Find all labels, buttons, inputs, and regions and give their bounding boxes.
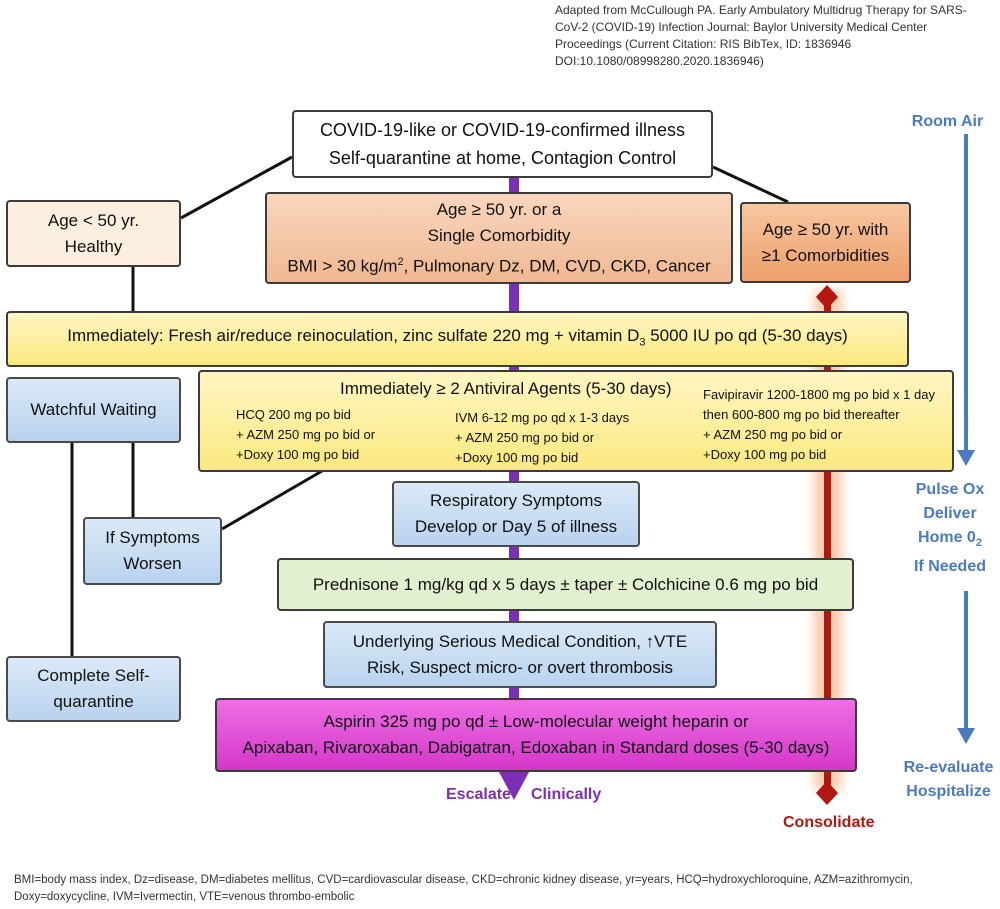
ivm-regimen: IVM 6-12 mg po qd x 1-3 days + AZM 250 m… bbox=[455, 408, 629, 468]
anticoagulation-line: Aspirin 325 mg po qd ± Low-molecular wei… bbox=[323, 712, 749, 731]
consolidate-label: Consolidate bbox=[783, 814, 875, 831]
anticoagulation-line: Apixaban, Rivaroxaban, Dabigatran, Edoxa… bbox=[242, 738, 830, 757]
side-arrow-2-head bbox=[957, 728, 975, 744]
escalate-label: Escalate bbox=[446, 786, 511, 803]
consolidate-diamond-bottom bbox=[816, 781, 838, 805]
favipiravir-line: + AZM 250 mg po bid or bbox=[703, 427, 843, 442]
age-over-50-line: Single Comorbidity bbox=[427, 225, 571, 245]
underlying-line: Risk, Suspect micro- or overt thrombosis bbox=[366, 657, 674, 677]
if-needed-line: If Needed bbox=[913, 558, 986, 576]
re-evaluate-label: Re-evaluate Hospitalize bbox=[897, 756, 1000, 804]
age-under-50-line: Healthy bbox=[64, 236, 123, 256]
escalate-arrowhead bbox=[499, 772, 529, 800]
watchful-waiting-box: Watchful Waiting bbox=[6, 377, 181, 443]
respiratory-symptoms-box: Respiratory Symptoms Develop or Day 5 of… bbox=[392, 481, 640, 547]
age-over-50-line: Age ≥ 50 yr. or a bbox=[436, 199, 562, 219]
citation-line: Proceedings (Current Citation: RIS BibTe… bbox=[555, 37, 852, 51]
complete-line: Complete Self- bbox=[37, 666, 150, 685]
ivm-line: +Doxy 100 mg po bid bbox=[455, 450, 579, 465]
prednisone-text: Prednisone 1 mg/kg qd x 5 days ± taper ±… bbox=[312, 574, 819, 594]
antiviral-title: Immediately ≥ 2 Antiviral Agents (5-30 d… bbox=[340, 379, 672, 398]
initial-illness-line: COVID-19-like or COVID-19-confirmed illn… bbox=[319, 120, 686, 140]
connector-top-to-age-low bbox=[180, 155, 293, 220]
citation-line: CoV-2 (COVID-19) Infection Journal: Bayl… bbox=[555, 20, 928, 34]
immediate-measures-text: Immediately: Fresh air/reduce reinoculat… bbox=[67, 325, 848, 349]
immediate-measures-bar: Immediately: Fresh air/reduce reinoculat… bbox=[6, 311, 909, 367]
escalate-spine bbox=[509, 175, 519, 775]
age-under-50-box: Age < 50 yr. Healthy bbox=[6, 200, 181, 267]
favipiravir-regimen: Favipiravir 1200-1800 mg po bid x 1 day … bbox=[703, 385, 935, 465]
pulse-ox-label: Pulse Ox Deliver Home 02 If Needed bbox=[900, 478, 1000, 579]
favipiravir-line: Favipiravir 1200-1800 mg po bid x 1 day bbox=[703, 387, 935, 402]
room-air-label: Room Air bbox=[911, 113, 984, 130]
pulse-ox-line: Pulse Ox bbox=[915, 481, 985, 498]
consolidate-diamond-top bbox=[816, 285, 838, 309]
initial-illness-line: Self-quarantine at home, Contagion Contr… bbox=[328, 148, 677, 168]
complete-self-quarantine-box: Complete Self- quarantine bbox=[6, 656, 181, 722]
pulse-ox-line: Deliver bbox=[923, 505, 977, 522]
if-symptoms-worsen-line: If Symptoms bbox=[105, 528, 200, 547]
comorbidity-list: BMI > 30 kg/m2, Pulmonary Dz, DM, CVD, C… bbox=[287, 255, 711, 276]
ivm-line: + AZM 250 mg po bid or bbox=[455, 430, 595, 445]
anticoagulation-box: Aspirin 325 mg po qd ± Low-molecular wei… bbox=[215, 698, 857, 772]
abbreviation-footnote: BMI=body mass index, Dz=disease, DM=diab… bbox=[14, 872, 994, 906]
age-over-50-multi-comorbidity-box: Age ≥ 50 yr. with ≥1 Comorbidities bbox=[740, 202, 911, 283]
initial-illness-box: COVID-19-like or COVID-19-confirmed illn… bbox=[292, 110, 713, 178]
hcq-line: + AZM 250 mg po bid or bbox=[236, 427, 376, 442]
favipiravir-line: +Doxy 100 mg po bid bbox=[703, 447, 827, 462]
underlying-condition-box: Underlying Serious Medical Condition, ↑V… bbox=[323, 621, 717, 688]
age-under-50-line: Age < 50 yr. bbox=[47, 210, 140, 230]
watchful-waiting-label: Watchful Waiting bbox=[30, 400, 157, 419]
age-over-50-multi-line: ≥1 Comorbidities bbox=[761, 245, 890, 265]
citation-line: DOI:10.1080/08998280.2020.1836946) bbox=[555, 54, 764, 68]
home-o2-line: Home 02 bbox=[918, 529, 982, 550]
hospitalize-line: Hospitalize bbox=[906, 783, 991, 800]
complete-line: quarantine bbox=[53, 692, 134, 711]
citation: Adapted from McCullough PA. Early Ambula… bbox=[555, 2, 995, 70]
hcq-regimen: HCQ 200 mg po bid + AZM 250 mg po bid or… bbox=[236, 405, 375, 465]
favipiravir-line: then 600-800 mg po bid thereafter bbox=[703, 407, 900, 422]
underlying-line: Underlying Serious Medical Condition, ↑V… bbox=[352, 631, 688, 651]
if-symptoms-worsen-box: If Symptoms Worsen bbox=[83, 517, 222, 585]
hcq-line: +Doxy 100 mg po bid bbox=[236, 447, 360, 462]
age-over-50-single-comorbidity-box: Age ≥ 50 yr. or a Single Comorbidity BMI… bbox=[265, 192, 733, 284]
age-over-50-multi-line: Age ≥ 50 yr. with bbox=[762, 219, 889, 239]
footnote-line: BMI=body mass index, Dz=disease, DM=diab… bbox=[14, 874, 913, 886]
antiviral-agents-box bbox=[198, 370, 954, 472]
prednisone-box: Prednisone 1 mg/kg qd x 5 days ± taper ±… bbox=[277, 558, 854, 611]
citation-line: Adapted from McCullough PA. Early Ambula… bbox=[555, 3, 967, 17]
respiratory-line: Develop or Day 5 of illness bbox=[414, 517, 618, 536]
side-arrow-1-head bbox=[957, 450, 975, 466]
clinically-label: Clinically bbox=[531, 786, 602, 803]
respiratory-line: Respiratory Symptoms bbox=[430, 491, 602, 510]
footnote-line: Doxy=doxycycline, IVM=Ivermectin, VTE=ve… bbox=[14, 891, 355, 903]
consolidate-spine bbox=[824, 290, 831, 792]
ivm-line: IVM 6-12 mg po qd x 1-3 days bbox=[455, 410, 630, 425]
hcq-line: HCQ 200 mg po bid bbox=[236, 407, 351, 422]
connector-top-to-age-high bbox=[712, 165, 789, 204]
re-evaluate-line: Re-evaluate bbox=[903, 759, 994, 776]
if-symptoms-worsen-line: Worsen bbox=[123, 554, 182, 573]
connector-worse-to-antiviral bbox=[221, 469, 323, 531]
